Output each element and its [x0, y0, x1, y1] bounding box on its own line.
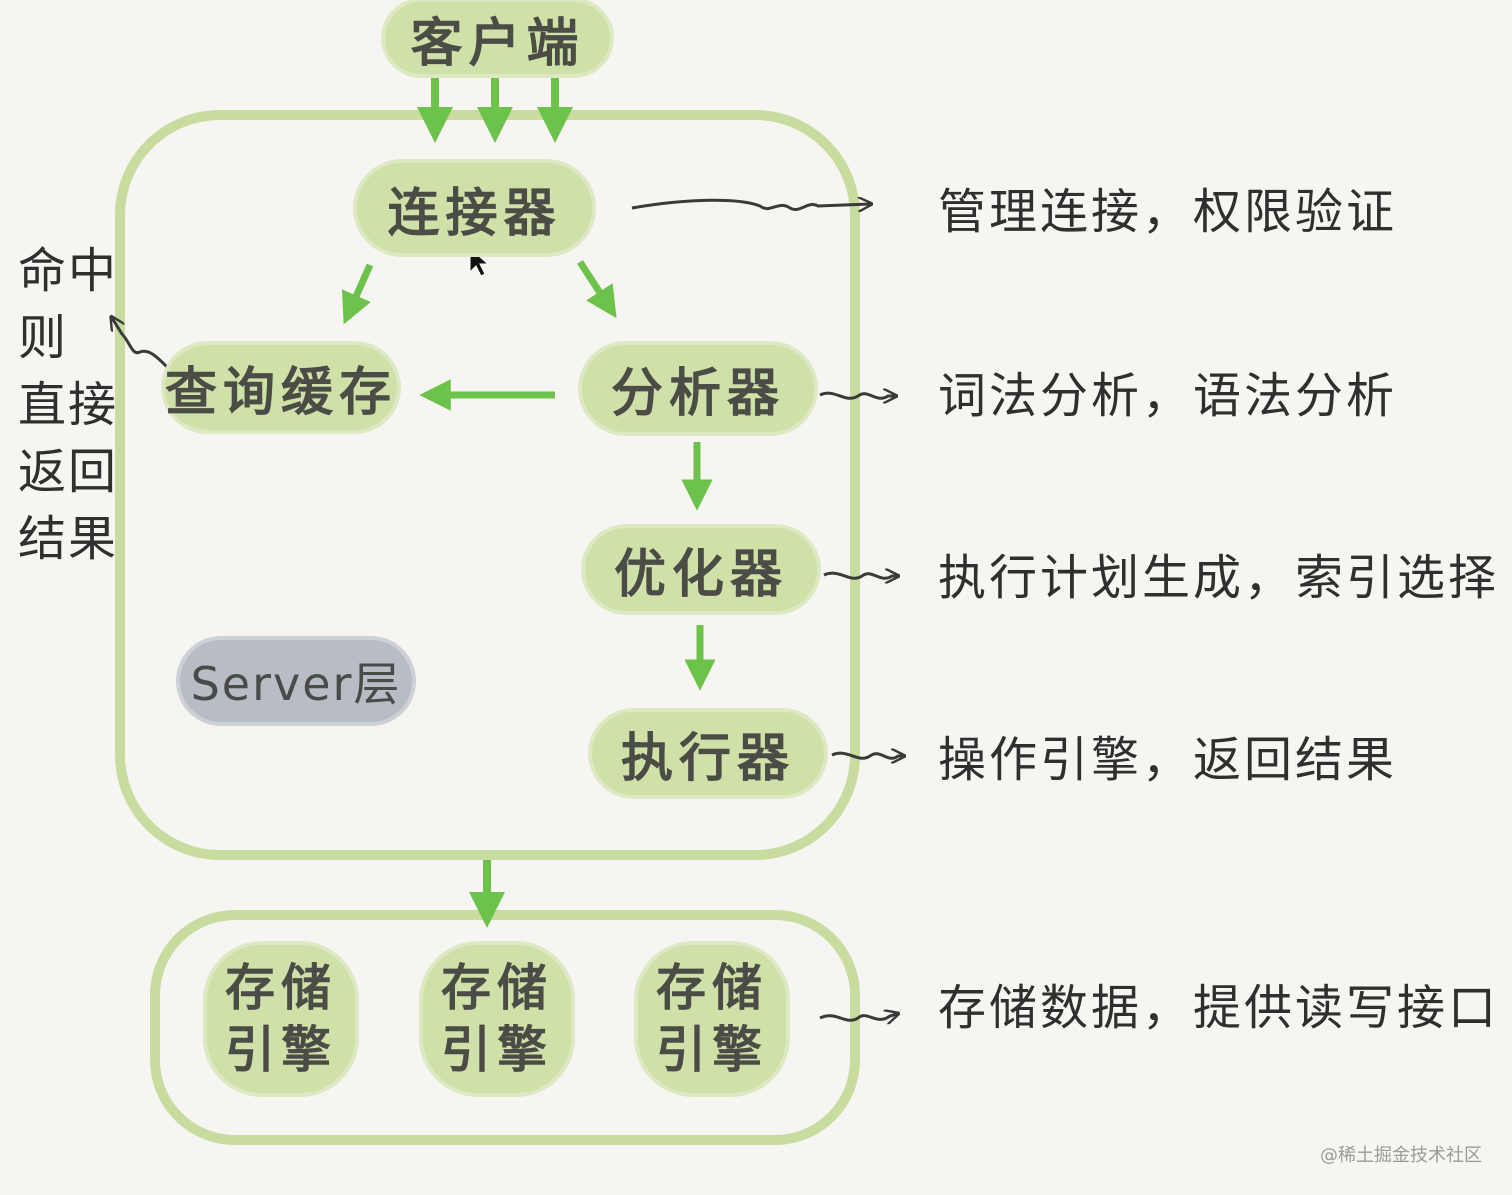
cache-hit-note-line: 返回 [18, 444, 119, 500]
connector-to-analyzer-arrow [577, 260, 617, 319]
storage-engine-label: 存储 [656, 958, 768, 1017]
analyzer-node: 分析器 [582, 345, 814, 432]
engine-layer-frame [150, 910, 860, 1145]
server-layer-label: Server层 [180, 640, 412, 722]
mouse-cursor [469, 246, 490, 277]
connector-node: 连接器 [357, 163, 592, 253]
cache-hit-note-line: 则 [18, 310, 69, 366]
storage-engine-label: 引擎 [441, 1021, 553, 1079]
executor-note: 操作引擎，返回结果 [938, 732, 1398, 788]
optimizer-note: 执行计划生成，索引选择 [938, 550, 1500, 606]
storage-engine-node: 存储 引擎 [207, 945, 355, 1093]
executor-note-arrow [831, 753, 903, 758]
client-node: 客户端 [385, 2, 610, 74]
optimizer-node: 优化器 [585, 528, 817, 611]
storage-engine-label: 引擎 [656, 1021, 768, 1079]
cache-hit-note-line: 结果 [18, 511, 119, 567]
storage-engine-node: 存储 引擎 [638, 945, 786, 1093]
storage-engine-label: 存储 [441, 958, 553, 1017]
cache-hit-note-line: 直接 [18, 377, 119, 433]
executor-node: 执行器 [592, 712, 824, 795]
cache-hit-note: 命中 则 直接 返回 结果 [18, 238, 119, 573]
cache-hit-arrow [112, 318, 174, 374]
engine-note-arrow [819, 1014, 897, 1020]
storage-engine-label: 引擎 [225, 1021, 337, 1079]
watermark: @稀土掘金技术社区 [1320, 1145, 1482, 1166]
storage-engine-node: 存储 引擎 [423, 945, 571, 1093]
analyzer-note-arrow [819, 393, 895, 398]
optimizer-note-arrow [823, 573, 897, 578]
analyzer-note: 词法分析，语法分析 [938, 368, 1398, 424]
engine-note: 存储数据，提供读写接口 [938, 980, 1500, 1036]
storage-engine-label: 存储 [225, 958, 337, 1017]
cache-hit-note-line: 命中 [18, 243, 119, 299]
connector-note-arrow [631, 200, 870, 209]
connector-note: 管理连接，权限验证 [938, 184, 1398, 240]
connector-to-cache-arrow [342, 263, 374, 325]
query-cache-node: 查询缓存 [165, 345, 397, 430]
